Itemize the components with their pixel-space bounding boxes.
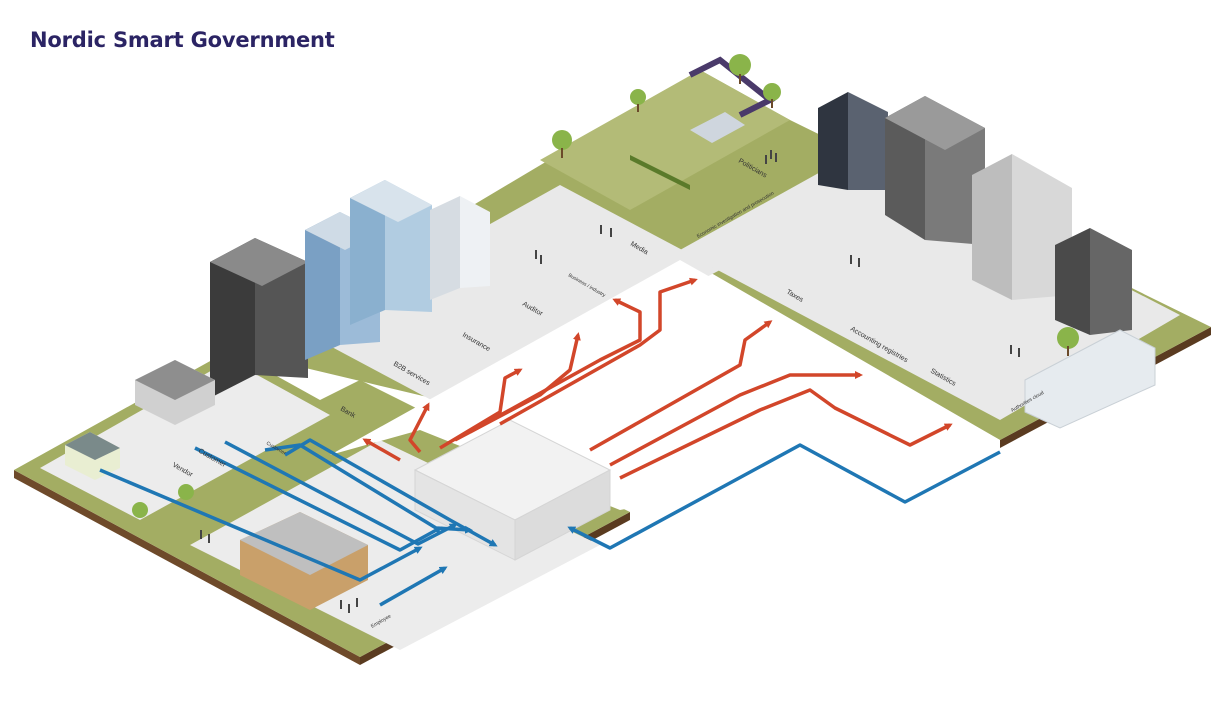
person-icon — [200, 150, 1020, 613]
tree-icon — [132, 54, 1079, 518]
page-title: Nordic Smart Government — [30, 28, 335, 52]
building-icon — [210, 92, 1156, 429]
house-icon — [65, 360, 368, 610]
red-data-flows — [362, 277, 953, 480]
blue-data-flows — [99, 438, 1001, 607]
data-center-icon — [413, 419, 612, 561]
park — [540, 56, 790, 210]
